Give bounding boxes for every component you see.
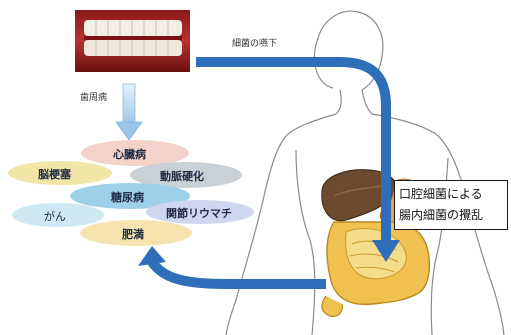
label-bacteria-swallow: 細菌の嚥下 — [232, 36, 277, 49]
teeth-photo — [75, 10, 190, 72]
callout-box: 口腔細菌による 腸内細菌の攪乱 — [394, 180, 508, 230]
label-arteriosclerosis: 動脈硬化 — [160, 168, 204, 184]
return-arrow — [138, 246, 326, 284]
label-diabetes: 糖尿病 — [111, 189, 144, 205]
label-cancer: がん — [44, 208, 66, 224]
label-obesity: 肥満 — [122, 226, 144, 242]
intestines-shape — [322, 222, 429, 316]
callout-line-2: 腸内細菌の攪乱 — [399, 205, 503, 226]
label-rheumatoid: 関節リウマチ — [166, 205, 232, 221]
callout-line-1: 口腔細菌による — [399, 184, 503, 205]
periodontal-down-arrow — [116, 84, 142, 140]
label-periodontal: 歯周病 — [80, 90, 107, 103]
label-cerebral-infarction: 脳梗塞 — [38, 166, 71, 182]
label-heart-disease: 心臓病 — [113, 146, 146, 162]
